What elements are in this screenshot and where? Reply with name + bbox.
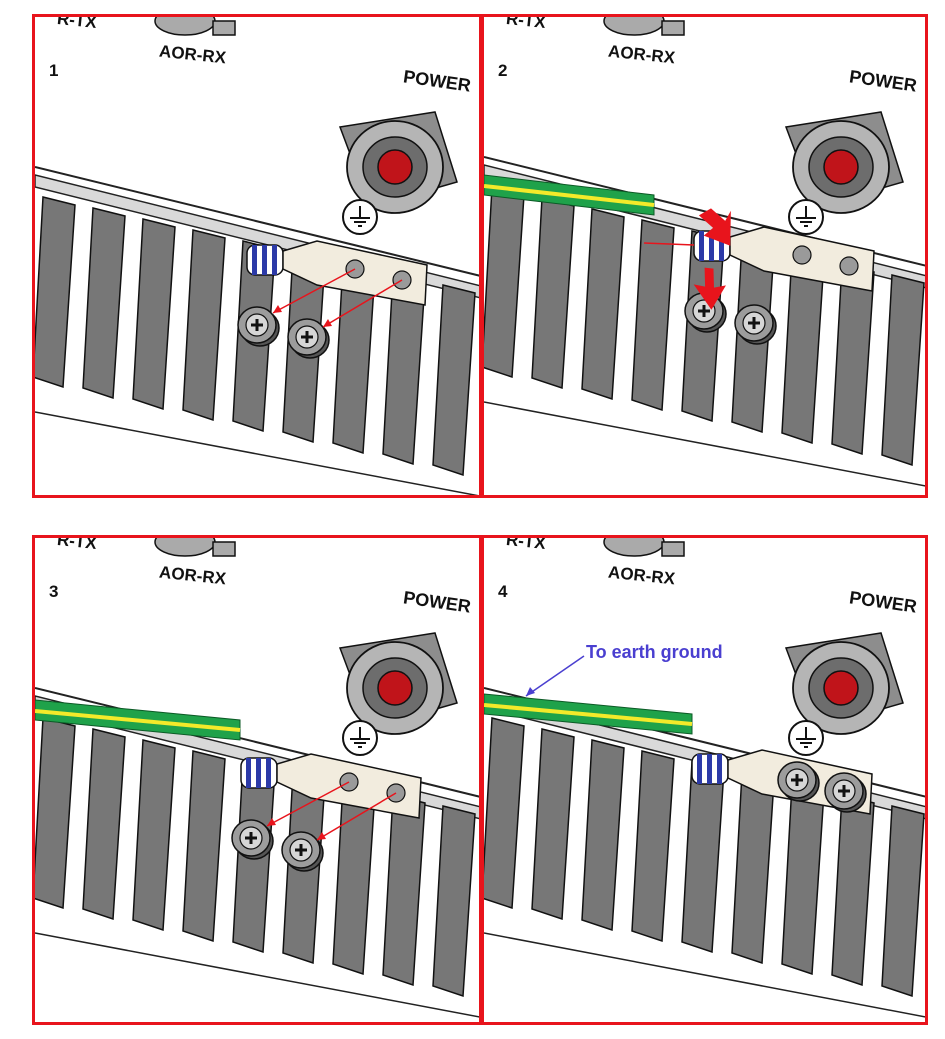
annotation-pointer [525, 655, 585, 697]
step-panel-3: R-TX AOR-RX POWER 3 [32, 535, 482, 1025]
panel-2-illustration [484, 17, 925, 487]
rx-connector [154, 17, 216, 36]
housing-edge [35, 166, 479, 277]
earth-ground-icon [342, 720, 378, 756]
screw-icon [231, 819, 274, 860]
rx-connector [603, 17, 665, 36]
panel-4-illustration [484, 538, 925, 1018]
step-number: 4 [498, 582, 508, 601]
power-button [377, 670, 413, 706]
screw-guide-arrows [266, 781, 397, 841]
panel-1-illustration [35, 17, 479, 495]
cable-gland-icon [338, 111, 458, 214]
screw-icon [734, 304, 777, 345]
power-button [377, 149, 413, 185]
rx-connector-nut [661, 541, 685, 557]
screw-icon [237, 306, 280, 347]
earth-ground-icon [788, 720, 824, 756]
step-panel-4: R-TX AOR-RX POWER 4 To earth ground [481, 535, 928, 1025]
heatsink-fins [35, 717, 476, 998]
heatsink-fins [484, 717, 925, 998]
step-number: 2 [498, 61, 508, 80]
panel-3-illustration [35, 538, 479, 1018]
earth-ground-icon [342, 199, 378, 235]
earth-ground-icon [788, 199, 824, 235]
rx-connector [154, 538, 216, 557]
step-number: 3 [49, 582, 59, 601]
rx-connector-nut [212, 541, 236, 557]
ring-terminal-icon [276, 753, 422, 819]
crimp-sleeve [691, 753, 729, 785]
screw-icon [777, 761, 820, 802]
ring-terminal-icon [729, 226, 875, 292]
annotation-arrowhead [526, 687, 535, 696]
ground-wire [484, 693, 693, 735]
housing-base-line [484, 932, 925, 1018]
cable-gland-icon [784, 111, 904, 214]
ground-wire [484, 174, 655, 216]
earth-ground-annotation: To earth ground [586, 642, 723, 662]
power-button [823, 670, 859, 706]
housing-base-line [484, 401, 925, 487]
screw-guide-arrows [272, 268, 403, 328]
housing-base-line [35, 411, 479, 495]
ground-wire [35, 699, 241, 741]
rx-connector-nut [212, 20, 236, 36]
power-button [823, 149, 859, 185]
step-panel-2: R-TX AOR-RX POWER 2 [481, 14, 928, 498]
housing-base-line [35, 932, 479, 1018]
screw-icon [287, 318, 330, 359]
screw-icon [824, 772, 867, 813]
crimp-sleeve [240, 757, 278, 789]
rx-connector [603, 538, 665, 557]
crimp-sleeve [246, 244, 284, 276]
cable-gland-icon [338, 632, 458, 735]
step-number: 1 [49, 61, 59, 80]
rx-connector-nut [661, 20, 685, 36]
crimp-arrow-icon [643, 208, 731, 310]
screw-icon [281, 831, 324, 872]
step-panel-1: R-TX AOR-RX POWER 1 [32, 14, 482, 498]
cable-gland-icon [784, 632, 904, 735]
